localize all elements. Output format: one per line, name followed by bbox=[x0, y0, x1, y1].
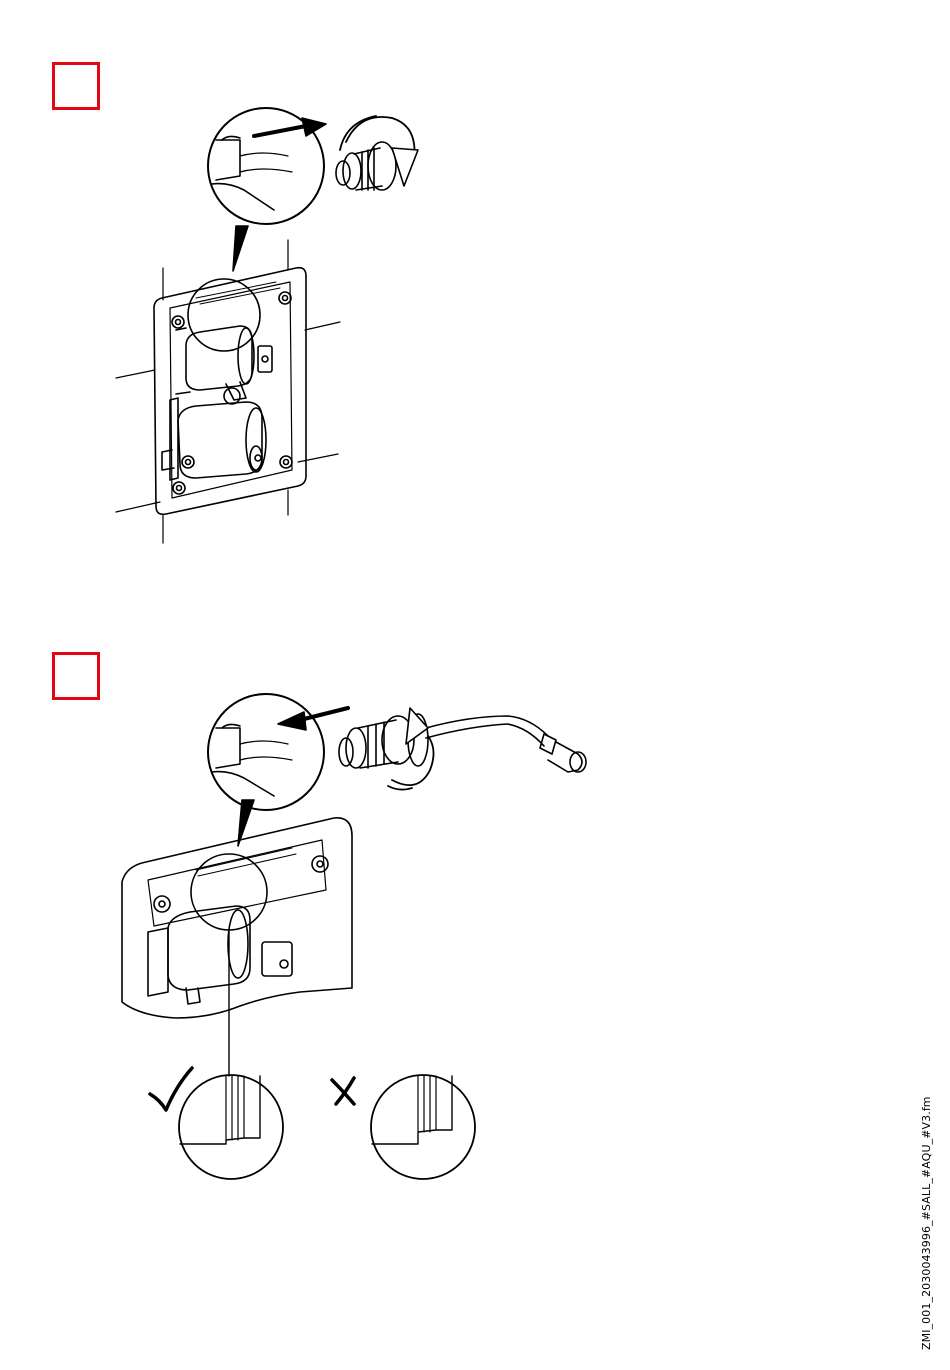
detail-focus-circle bbox=[191, 854, 267, 930]
detail-focus-circle bbox=[188, 279, 260, 351]
detail-pointer bbox=[233, 226, 248, 271]
detail-view-2 bbox=[208, 694, 324, 810]
document-filename: ZMI_001_2030043996_#SALL_#AQU_#V3.fm bbox=[920, 1096, 933, 1350]
incorrect-position-detail bbox=[371, 1075, 475, 1179]
step-1-illustration bbox=[116, 108, 418, 543]
cross-icon bbox=[332, 1078, 354, 1104]
lower-valve bbox=[162, 398, 266, 480]
correct-position-detail bbox=[179, 1075, 283, 1179]
rotate-counterclockwise-icon bbox=[340, 116, 418, 186]
valve-housing bbox=[122, 818, 352, 1018]
check-icon bbox=[150, 1068, 192, 1110]
upper-valve bbox=[176, 326, 272, 404]
valve-body bbox=[148, 906, 292, 1004]
screw-icon bbox=[172, 292, 292, 494]
cartridge-icon bbox=[336, 142, 396, 190]
arrow-right-icon bbox=[254, 118, 326, 136]
step-2-illustration bbox=[122, 694, 586, 1179]
cable-icon bbox=[426, 716, 586, 772]
